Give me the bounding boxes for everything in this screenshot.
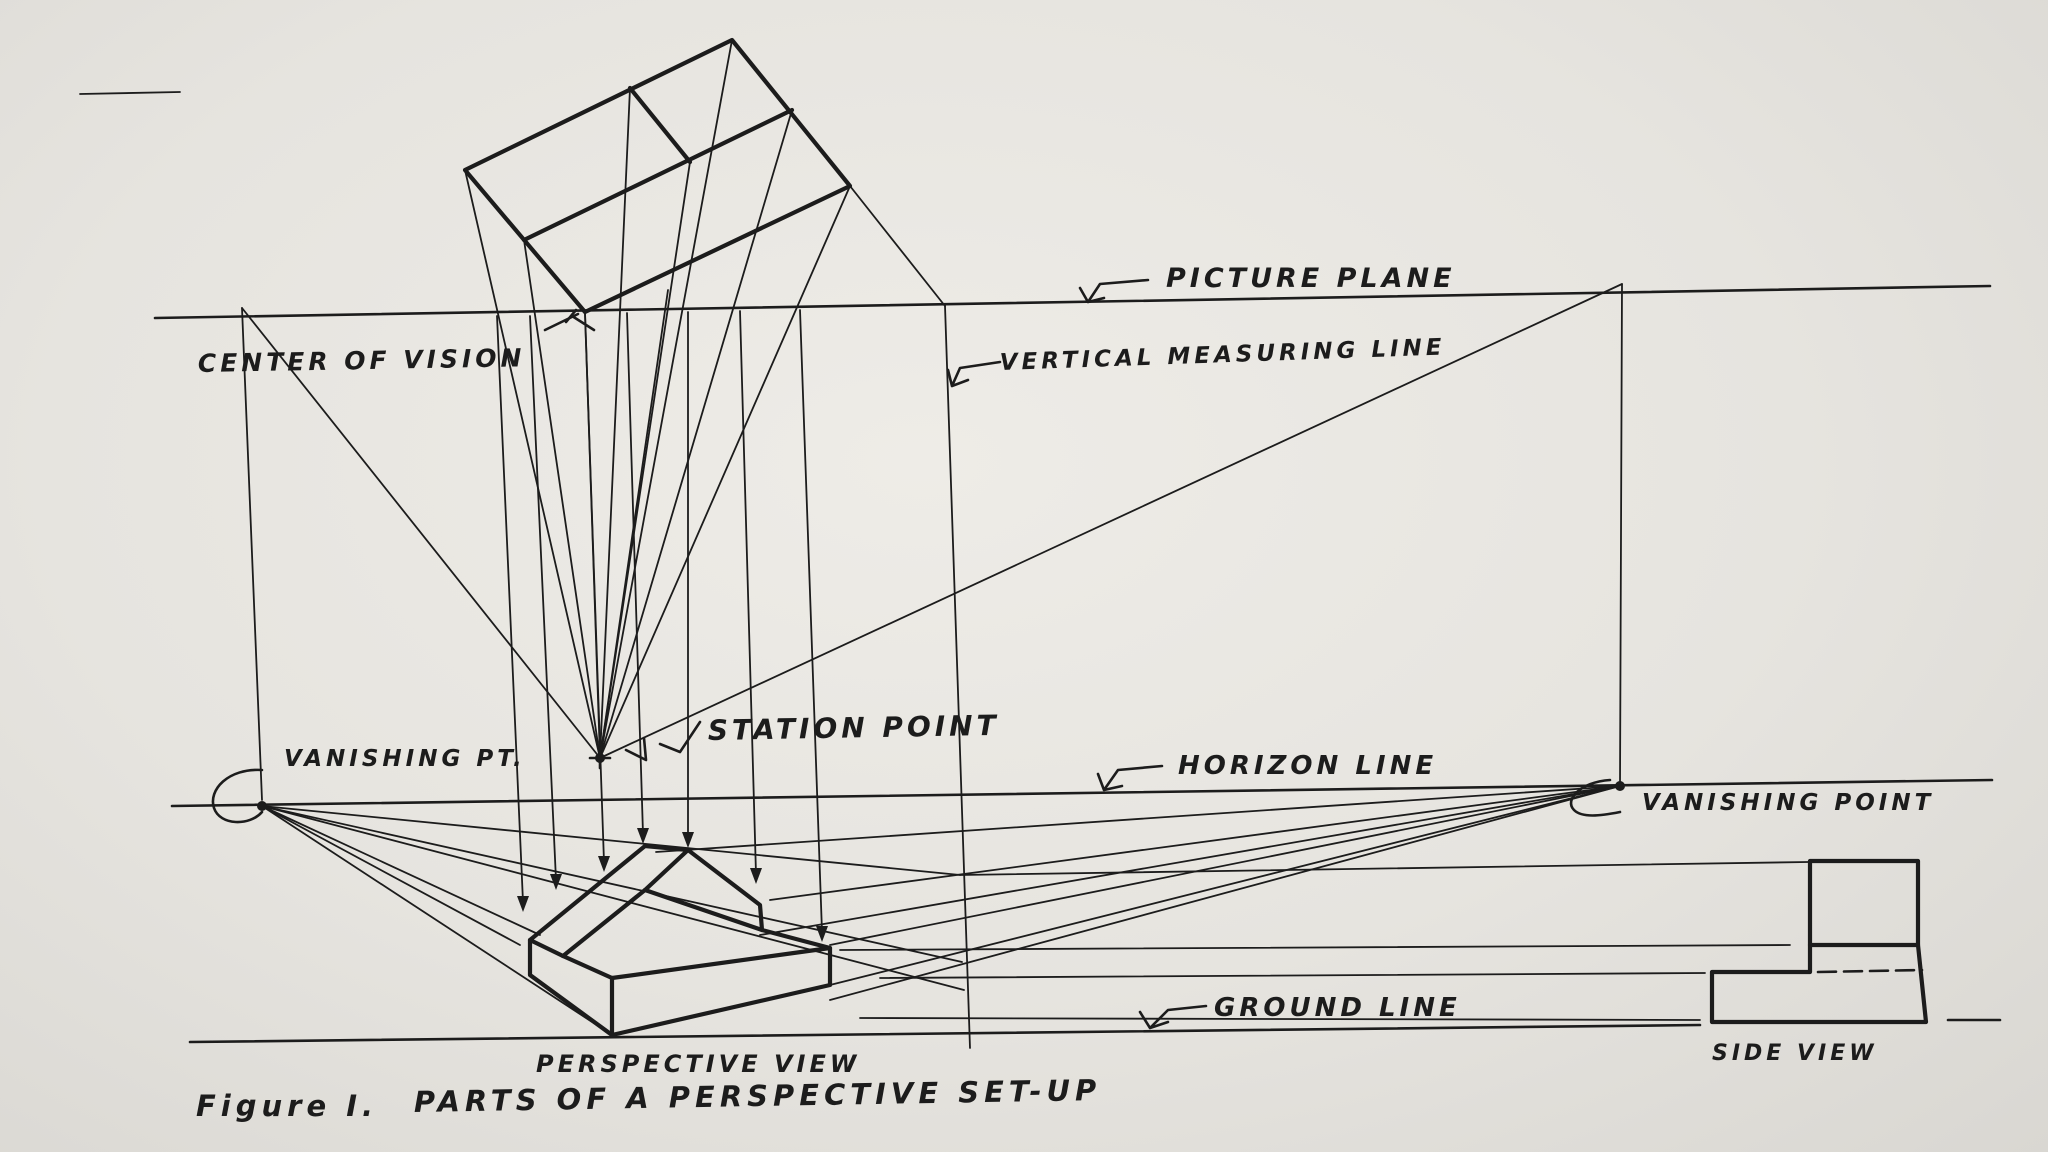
sight-lines [464,39,851,759]
sp-to-right-vp-line [599,283,1623,759]
figure-number: Figure I. [196,1089,378,1123]
vanishing-pt-label: VANISHING PT. [284,746,526,772]
perspective-view-label: PERSPECTIVE VIEW [536,1050,860,1078]
left-vanishing-lines [261,805,965,1036]
ground-line [188,1023,1702,1044]
left-vanishing-vertical [241,307,263,801]
plan-corner-to-vml [849,185,946,307]
center-of-vision-label: CENTER OF VISION [198,343,526,378]
picture-plane-line [153,284,1992,320]
horizon-line [170,778,1994,808]
margin-mark [79,91,181,95]
picture-plane-label: PICTURE PLANE [1166,263,1456,294]
station-point-label: STATION POINT [708,709,1000,747]
center-of-vision-marker [564,308,596,332]
left-vanishing-point-marker [211,768,267,824]
right-vanishing-vertical [1619,283,1623,787]
sp-to-left-vp-line [241,307,601,759]
vertical-measuring-line [944,305,971,1049]
figure-title: PARTS OF A PERSPECTIVE SET-UP [414,1073,1102,1119]
horizon-line-label: HORIZON LINE [1178,751,1437,781]
vertical-measuring-line-label: VERTICAL MEASURING LINE [999,334,1446,376]
right-vanishing-lines [655,785,1621,1001]
ground-line-label: GROUND LINE [1214,993,1461,1023]
plan-view [462,37,853,315]
leader-arrows [543,278,1208,1030]
right-vanishing-point-marker [1569,778,1625,817]
station-point-marker [588,746,612,770]
side-view-drawing [1709,858,1929,1025]
vanishing-point-label: VANISHING POINT [1642,790,1934,816]
side-view-label: SIDE VIEW [1712,1041,1878,1066]
side-view-transfer-lines [839,861,1809,1021]
perspective-object [527,843,833,1038]
projection-verticals [496,309,823,933]
